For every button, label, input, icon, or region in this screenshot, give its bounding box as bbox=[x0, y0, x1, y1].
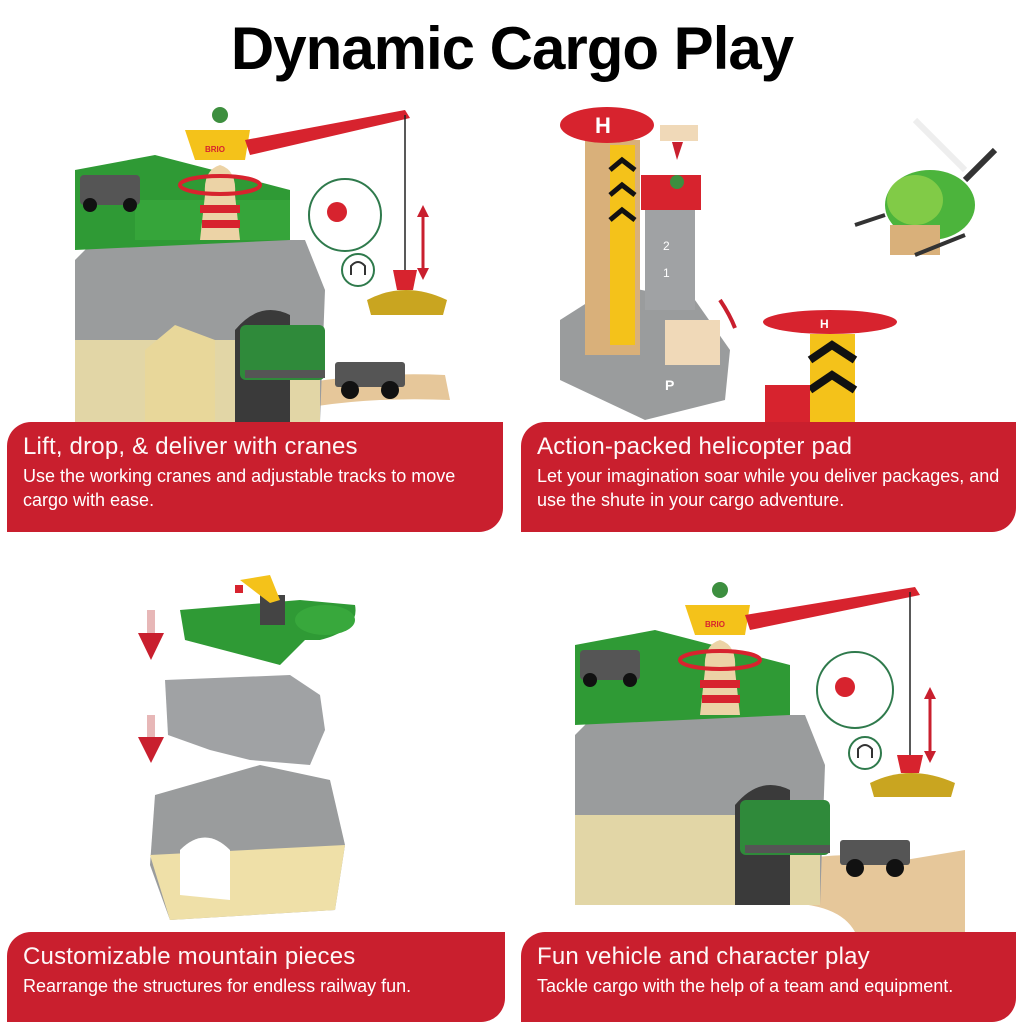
feature-description: Use the working cranes and adjustable tr… bbox=[23, 466, 456, 510]
helicopter-pad-image: H 2 1 P H bbox=[555, 100, 1015, 424]
vehicle-character-image: BRIO bbox=[575, 575, 965, 932]
feature-description: Let your imagination soar while you deli… bbox=[537, 466, 1000, 510]
feature-banner-cranes: Lift, drop, & deliver with cranes Use th… bbox=[7, 422, 503, 532]
svg-text:1: 1 bbox=[663, 266, 670, 280]
feature-banner-helicopter-pad: Action-packed helicopter pad Let your im… bbox=[521, 422, 1016, 532]
feature-heading: Lift, drop, & deliver with cranes bbox=[23, 433, 358, 460]
feature-description: Rearrange the structures for endless rai… bbox=[23, 976, 412, 996]
svg-text:H: H bbox=[820, 317, 829, 331]
magnet-icon bbox=[341, 253, 375, 287]
feature-heading: Fun vehicle and character play bbox=[537, 943, 870, 970]
up-down-arrow-icon bbox=[417, 205, 429, 280]
feature-heading: Customizable mountain pieces bbox=[23, 943, 356, 970]
svg-text:2: 2 bbox=[663, 239, 670, 253]
feature-description: Tackle cargo with the help of a team and… bbox=[537, 976, 954, 996]
svg-text:H: H bbox=[595, 113, 611, 138]
down-arrow-icon bbox=[138, 715, 164, 763]
feature-banner-vehicle-play: Fun vehicle and character play Tackle ca… bbox=[521, 932, 1016, 1022]
up-down-arrow-icon bbox=[924, 687, 936, 763]
magnet-icon bbox=[848, 736, 882, 770]
svg-text:BRIO: BRIO bbox=[705, 620, 725, 629]
mountain-pieces-image bbox=[120, 565, 380, 930]
crane-mountain-image: BRIO bbox=[75, 100, 455, 422]
svg-text:BRIO: BRIO bbox=[205, 145, 225, 154]
feature-banner-mountain-pieces: Customizable mountain pieces Rearrange t… bbox=[7, 932, 505, 1022]
down-arrow-icon bbox=[138, 610, 164, 660]
feature-heading: Action-packed helicopter pad bbox=[537, 433, 853, 460]
svg-text:P: P bbox=[665, 377, 674, 393]
page-title: Dynamic Cargo Play bbox=[230, 15, 794, 82]
